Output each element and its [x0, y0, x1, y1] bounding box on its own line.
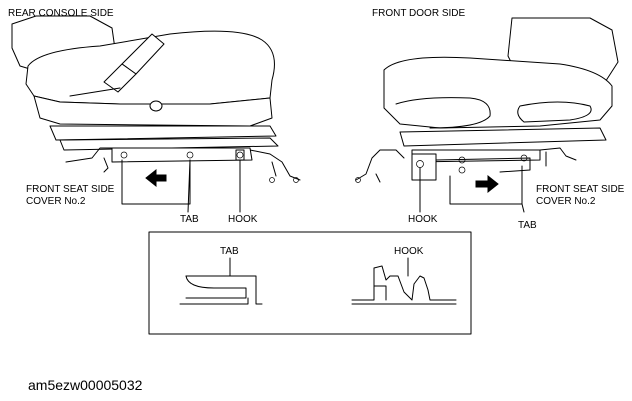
- right-tab-label: TAB: [518, 220, 537, 231]
- left-seat-illustration: [11, 15, 301, 213]
- hook-detail-drawing: [351, 257, 457, 305]
- figure-code: am5ezw00005032: [28, 377, 143, 393]
- left-cover-label-line2: COVER No.2: [26, 196, 86, 207]
- rear-console-side-label: REAR CONSOLE SIDE: [8, 8, 114, 19]
- left-cover-label-line1: FRONT SEAT SIDE: [26, 184, 115, 195]
- right-seat-illustration: [355, 17, 619, 213]
- front-door-side-label: FRONT DOOR SIDE: [372, 8, 465, 19]
- right-hook-label: HOOK: [408, 214, 438, 225]
- right-cover-label-line1: FRONT SEAT SIDE: [536, 184, 625, 195]
- tab-detail-drawing: [179, 257, 263, 305]
- detail-tab-label: TAB: [220, 246, 239, 257]
- detail-hook-label: HOOK: [394, 246, 424, 257]
- detail-inset: [148, 231, 472, 335]
- left-hook-label: HOOK: [228, 214, 258, 225]
- left-tab-label: TAB: [180, 214, 199, 225]
- right-cover-label-line2: COVER No.2: [536, 196, 596, 207]
